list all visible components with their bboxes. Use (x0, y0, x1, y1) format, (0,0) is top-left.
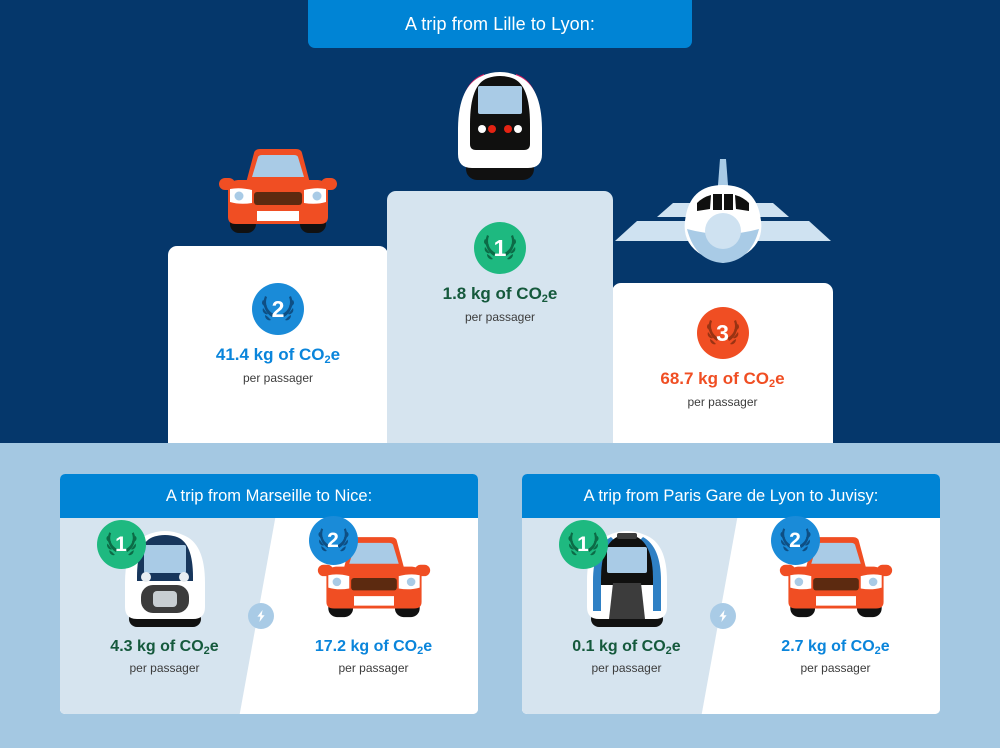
medal-rank-number: 1 (115, 533, 127, 556)
panel-entry-train: 1 4.3 kg of CO2e per passager (60, 518, 269, 714)
co2-value: 0.1 kg of CO2e (572, 638, 680, 657)
panel-entry-car: 2 17.2 kg of CO2e per passager (269, 516, 478, 714)
co2-value-text: 4.3 kg of CO (110, 638, 204, 655)
medal-rank-1: 1 (474, 222, 526, 274)
laurel-wreath-icon (317, 528, 349, 552)
co2-suffix: e (209, 638, 219, 655)
panel-header: A trip from Paris Gare de Lyon to Juvisy… (522, 474, 940, 518)
panel-entry-train: 1 0.1 kg of CO2e per passager (522, 518, 731, 714)
car-icon (216, 145, 340, 246)
co2-suffix: e (880, 638, 890, 655)
medal-rank-1: 1 (96, 520, 146, 569)
panel-header: A trip from Marseille to Nice: (60, 474, 478, 518)
co2-suffix: e (423, 638, 433, 655)
panel-body: 1 0.1 kg of CO2e per passager (522, 516, 940, 714)
medal-rank-2: 2 (770, 516, 820, 565)
panel-paris-juvisy: A trip from Paris Gare de Lyon to Juvisy… (522, 474, 940, 714)
co2-suffix: e (330, 345, 341, 364)
medal-rank-number: 3 (716, 319, 729, 346)
co2-subscript: 2 (665, 645, 672, 657)
medal-rank-2: 2 (252, 283, 304, 335)
co2-suffix: e (671, 638, 681, 655)
co2-suffix: e (547, 284, 558, 303)
podium-section: A trip from Lille to Lyon: (0, 0, 1000, 443)
co2-caption: per passager (800, 661, 871, 676)
co2-subscript: 2 (541, 293, 548, 305)
medal-rank-number: 2 (327, 529, 339, 552)
laurel-wreath-icon (567, 532, 599, 556)
podium-rank-2: 2 41.4 kg of CO2e per passager (168, 149, 388, 443)
panel-marseille-nice: A trip from Marseille to Nice: (60, 474, 478, 714)
co2-caption: per passager (591, 661, 662, 676)
tgv-train-icon (444, 64, 556, 191)
co2-value: 4.3 kg of CO2e (110, 638, 218, 657)
co2-value-text: 41.4 kg of CO (215, 345, 325, 364)
lightning-bolt-icon (247, 603, 274, 629)
co2-subscript: 2 (769, 378, 776, 390)
airplane-icon (613, 155, 833, 283)
co2-value-text: 1.8 kg of CO (442, 284, 542, 303)
podium-rank-1: 1 1.8 kg of CO2e per passager (387, 72, 613, 443)
co2-value-text: 0.1 kg of CO (572, 638, 666, 655)
co2-value: 1.8 kg of CO2e (387, 284, 613, 305)
co2-value: 68.7 kg of CO2e (612, 369, 833, 390)
laurel-wreath-icon (484, 235, 516, 260)
co2-caption: per passager (464, 310, 536, 325)
lightning-bolt-icon (709, 603, 736, 629)
medal-rank-3: 3 (696, 307, 749, 359)
co2-subscript: 2 (203, 645, 210, 657)
co2-caption: per passager (129, 661, 200, 676)
co2-subscript: 2 (324, 354, 331, 366)
panel-body: 1 4.3 kg of CO2e per passager (60, 516, 478, 714)
co2-caption: per passager (242, 371, 314, 386)
panel-title-text: A trip from Paris Gare de Lyon to Juvisy… (583, 486, 879, 505)
co2-value-text: 68.7 kg of CO (660, 369, 770, 388)
co2-value-text: 17.2 kg of CO (314, 638, 418, 655)
main-title-banner: A trip from Lille to Lyon: (308, 0, 692, 48)
car-icon: 2 (308, 516, 433, 638)
co2-value: 2.7 kg of CO2e (781, 638, 889, 657)
rer-train-icon: 1 (558, 520, 679, 638)
co2-suffix: e (775, 369, 785, 388)
co2-subscript: 2 (874, 645, 881, 657)
co2-caption: per passager (338, 661, 409, 676)
medal-rank-number: 1 (493, 234, 507, 261)
medal-rank-2: 2 (308, 516, 358, 565)
medal-rank-1: 1 (558, 520, 608, 569)
main-title-text: A trip from Lille to Lyon: (404, 13, 596, 34)
ter-train-icon: 1 (96, 520, 217, 638)
medal-rank-number: 2 (271, 295, 285, 322)
panel-title-text: A trip from Marseille to Nice: (165, 486, 373, 505)
co2-value: 17.2 kg of CO2e (315, 638, 432, 657)
laurel-wreath-icon (779, 528, 811, 552)
medal-rank-number: 1 (577, 533, 589, 556)
co2-value: 41.4 kg of CO2e (168, 345, 388, 366)
medal-rank-number: 2 (789, 529, 801, 552)
co2-caption: per passager (687, 395, 758, 410)
car-icon: 2 (770, 516, 895, 638)
laurel-wreath-icon (105, 532, 137, 556)
panel-entry-car: 2 2.7 kg of CO2e per passager (731, 516, 940, 714)
co2-value-text: 2.7 kg of CO (781, 638, 875, 655)
laurel-wreath-icon (262, 296, 294, 321)
co2-subscript: 2 (417, 645, 424, 657)
laurel-wreath-icon (706, 320, 739, 345)
podium-rank-3: 3 68.7 kg of CO2e per passager (612, 159, 833, 443)
